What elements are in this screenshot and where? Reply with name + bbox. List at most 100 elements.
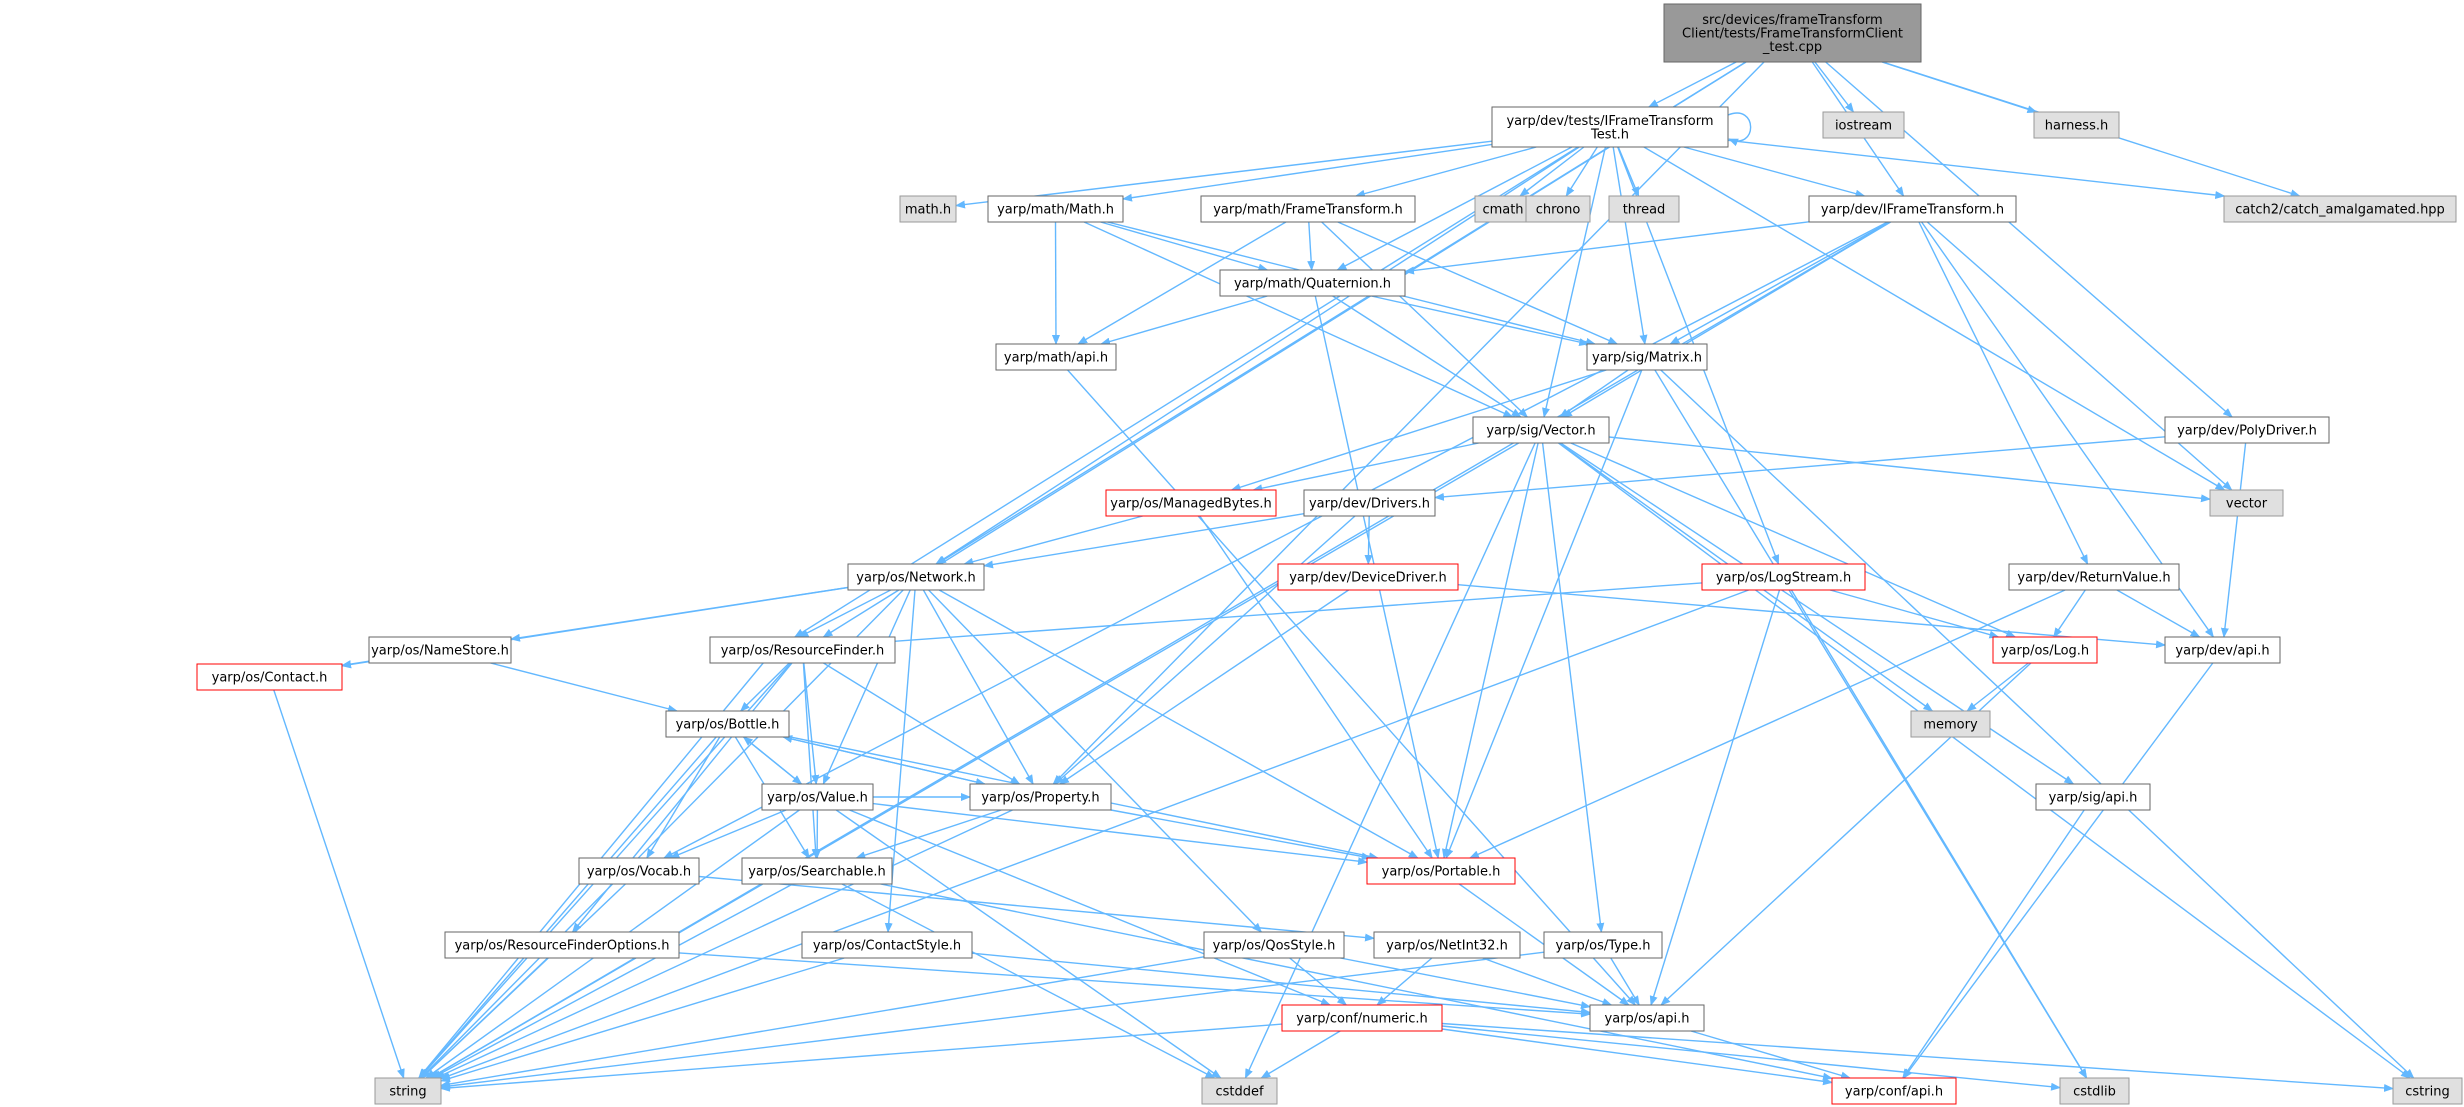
node-numeric[interactable]: yarp/conf/numeric.h: [1281, 1004, 1443, 1032]
edge-logstream-to-log: [1829, 589, 2000, 639]
edge-ift_test-to-math_ft: [1354, 146, 1537, 198]
edge-value-to-bottle: [742, 736, 802, 785]
node-rfoptions-label: yarp/os/ResourceFinderOptions.h: [455, 939, 670, 954]
node-math_h[interactable]: math.h: [899, 195, 957, 223]
node-value[interactable]: yarp/os/Value.h: [761, 783, 874, 811]
edge-ift_test-to-vector_h: [1542, 146, 1607, 418]
edge-os_api-to-conf_api: [1690, 1030, 1851, 1080]
edge-property-to-searchable: [855, 809, 1002, 859]
node-type[interactable]: yarp/os/Type.h: [1543, 931, 1663, 959]
node-devdriver[interactable]: yarp/dev/DeviceDriver.h: [1277, 563, 1459, 591]
node-retval-box: [2008, 563, 2180, 591]
node-string[interactable]: string: [374, 1077, 442, 1105]
node-conf_api[interactable]: yarp/conf/api.h: [1831, 1077, 1957, 1105]
node-chrono-label: chrono: [1536, 203, 1581, 218]
edge-devdriver-to-dev_api: [1457, 584, 2166, 649]
edge-vector_h-to-vector_std: [1608, 436, 2211, 503]
node-iostream[interactable]: iostream: [1822, 111, 1905, 139]
node-math_api[interactable]: yarp/math/api.h: [995, 343, 1117, 371]
node-catch2[interactable]: catch2/catch_amalgamated.hpp: [2223, 195, 2457, 223]
node-math_api-label: yarp/math/api.h: [1004, 351, 1108, 366]
node-sig_api[interactable]: yarp/sig/api.h: [2035, 783, 2151, 811]
node-math_math[interactable]: yarp/math/Math.h: [987, 195, 1124, 223]
node-memory[interactable]: memory: [1910, 710, 1991, 738]
node-property[interactable]: yarp/os/Property.h: [969, 783, 1112, 811]
node-polydriver-label: yarp/dev/PolyDriver.h: [2177, 424, 2317, 439]
node-harness[interactable]: harness.h: [2033, 111, 2120, 139]
node-iostream-label: iostream: [1835, 119, 1892, 134]
node-network[interactable]: yarp/os/Network.h: [847, 563, 985, 591]
node-devdriver-label: yarp/dev/DeviceDriver.h: [1289, 571, 1447, 586]
node-contactstyle[interactable]: yarp/os/ContactStyle.h: [801, 931, 973, 959]
node-logstream-box: [1701, 563, 1866, 591]
node-qosstyle[interactable]: yarp/os/QosStyle.h: [1203, 931, 1345, 959]
node-string-box: [374, 1077, 442, 1105]
edge-namestore-to-contact: [341, 660, 370, 669]
node-vocab[interactable]: yarp/os/Vocab.h: [578, 857, 700, 885]
node-type-label: yarp/os/Type.h: [1556, 939, 1651, 954]
edge-netint32-to-os_api: [1482, 957, 1613, 1006]
node-root-label: _test.cpp: [1762, 40, 1822, 55]
node-cstdlib[interactable]: cstdlib: [2059, 1077, 2130, 1105]
node-rfoptions[interactable]: yarp/os/ResourceFinderOptions.h: [444, 931, 680, 959]
node-math_ft[interactable]: yarp/math/FrameTransform.h: [1200, 195, 1416, 223]
edge-numeric-to-conf_api: [1441, 1028, 1833, 1086]
node-quat[interactable]: yarp/math/Quaternion.h: [1219, 269, 1406, 297]
node-value-label: yarp/os/Value.h: [767, 791, 868, 806]
node-dev_api[interactable]: yarp/dev/api.h: [2164, 636, 2281, 664]
node-harness-box: [2033, 111, 2120, 139]
edge-vector_h-to-cstring: [1557, 442, 2411, 1079]
edge-logstream-to-time: [823, 582, 1703, 650]
node-namestore[interactable]: yarp/os/NameStore.h: [368, 636, 512, 664]
node-managed[interactable]: yarp/os/ManagedBytes.h: [1105, 489, 1277, 517]
node-root[interactable]: src/devices/frameTransformClient/tests/F…: [1663, 3, 1922, 63]
node-resfinder[interactable]: yarp/os/ResourceFinder.h: [709, 636, 896, 664]
node-vector_std[interactable]: vector: [2209, 489, 2284, 517]
node-contact[interactable]: yarp/os/Contact.h: [196, 663, 343, 691]
edge-contact-to-string: [273, 689, 405, 1079]
node-portable-box: [1366, 857, 1516, 885]
edge-vocab-to-netint32: [698, 875, 1375, 942]
edge-vector_h-to-string: [429, 442, 1520, 1079]
node-os_api[interactable]: yarp/os/api.h: [1589, 1004, 1705, 1032]
edge-polydriver-to-dev_api: [2220, 442, 2247, 638]
edge-retval-to-log: [2053, 589, 2086, 638]
edge-dev_ift-to-matrix: [1669, 221, 1890, 345]
node-contact-label: yarp/os/Contact.h: [212, 671, 328, 686]
node-drivers[interactable]: yarp/dev/Drivers.h: [1303, 489, 1436, 517]
node-portable[interactable]: yarp/os/Portable.h: [1366, 857, 1516, 885]
edge-root-to-polydriver: [1825, 61, 2233, 418]
node-netint32[interactable]: yarp/os/NetInt32.h: [1373, 931, 1521, 959]
node-searchable[interactable]: yarp/os/Searchable.h: [741, 857, 893, 885]
edge-drivers-to-network: [983, 513, 1305, 569]
node-cstddef[interactable]: cstddef: [1201, 1077, 1278, 1105]
edge-network-to-portable: [938, 589, 1419, 859]
node-thread[interactable]: thread: [1608, 195, 1680, 223]
node-math_math-box: [987, 195, 1124, 223]
node-vector_h[interactable]: yarp/sig/Vector.h: [1472, 416, 1610, 444]
node-network-box: [847, 563, 985, 591]
node-cstring[interactable]: cstring: [2392, 1077, 2463, 1105]
edge-contactstyle-to-string: [440, 957, 845, 1083]
edge-root-to-ift_test: [1647, 61, 1737, 108]
node-polydriver-box: [2164, 416, 2330, 444]
node-chrono[interactable]: chrono: [1525, 195, 1591, 223]
edge-vector_h-to-portable: [1441, 442, 1539, 859]
node-retval[interactable]: yarp/dev/ReturnValue.h: [2008, 563, 2180, 591]
edge-vector_h-to-type: [1541, 442, 1605, 933]
edge-quat-to-matrix: [1371, 295, 1590, 346]
node-dev_ift[interactable]: yarp/dev/IFrameTransform.h: [1808, 195, 2017, 223]
node-log[interactable]: yarp/os/Log.h: [1992, 636, 2098, 664]
node-logstream[interactable]: yarp/os/LogStream.h: [1701, 563, 1866, 591]
node-bottle[interactable]: yarp/os/Bottle.h: [665, 710, 790, 738]
edge-root-to-property: [1052, 61, 1765, 785]
node-cmath[interactable]: cmath: [1474, 195, 1532, 223]
node-memory-label: memory: [1923, 718, 1978, 733]
node-cstddef-label: cstddef: [1215, 1085, 1264, 1100]
edge-bottle-to-vocab: [646, 736, 721, 859]
edge-managed-to-network: [963, 515, 1143, 566]
edge-math_ft-to-math_api: [1077, 221, 1287, 345]
node-polydriver[interactable]: yarp/dev/PolyDriver.h: [2164, 416, 2330, 444]
node-matrix[interactable]: yarp/sig/Matrix.h: [1586, 343, 1708, 371]
